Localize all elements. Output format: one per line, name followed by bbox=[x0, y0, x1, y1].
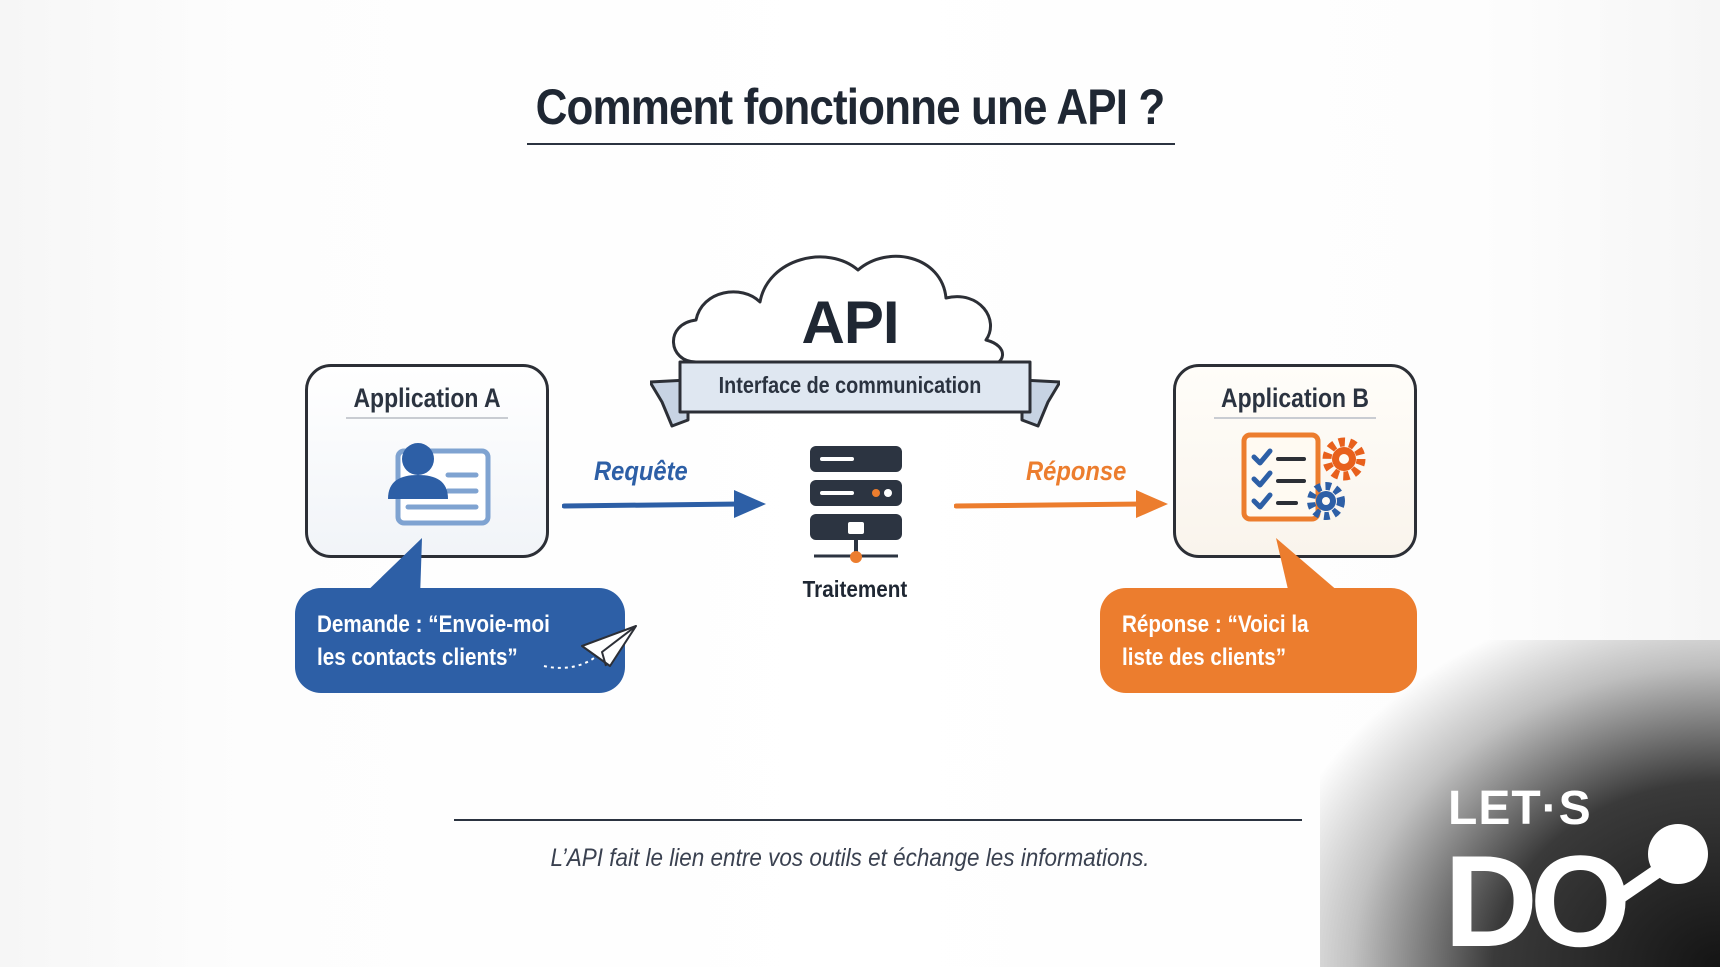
letsdo-logo: LET·S DO bbox=[1444, 782, 1708, 950]
response-bubble-tail bbox=[1276, 538, 1346, 598]
logo-text-top: LET·S bbox=[1448, 782, 1592, 835]
request-text-line-1: Demande : “Envoie-moi bbox=[317, 611, 550, 638]
api-cloud-banner-graphic bbox=[650, 254, 1060, 428]
logo-shadow bbox=[1320, 640, 1720, 967]
request-bubble-tail bbox=[360, 538, 422, 598]
logo-text-main: DO bbox=[1444, 828, 1626, 950]
response-text-line-2: liste des clients” bbox=[1122, 644, 1287, 671]
api-banner-label: Interface de communication bbox=[718, 372, 982, 398]
api-title: API bbox=[801, 289, 899, 356]
application-a-title-rule bbox=[346, 417, 508, 419]
server-icon bbox=[810, 446, 902, 563]
request-arrow bbox=[562, 490, 766, 518]
application-a-card: Application A bbox=[305, 364, 549, 558]
request-bubble: Demande : “Envoie-moi les contacts clien… bbox=[295, 588, 625, 693]
cloud-icon bbox=[672, 254, 1004, 368]
application-a-title: Application A bbox=[353, 383, 501, 413]
gear-icon-blue bbox=[1307, 482, 1345, 520]
request-arrow-label: Requête bbox=[594, 456, 688, 486]
application-b-title: Application B bbox=[1221, 383, 1369, 413]
checklist-gears-icon bbox=[1241, 432, 1366, 522]
paper-plane-icon bbox=[543, 625, 637, 669]
caption-rule bbox=[454, 819, 1302, 821]
title-underline bbox=[527, 143, 1175, 145]
request-text-line-2: les contacts clients” bbox=[317, 644, 518, 671]
user-profile-icon bbox=[388, 443, 491, 526]
caption: L’API fait le lien entre vos outils et é… bbox=[550, 844, 1150, 872]
logo-dot-icon bbox=[1648, 824, 1708, 884]
banner-ribbon bbox=[650, 360, 1060, 428]
application-b-title-rule bbox=[1214, 417, 1376, 419]
gear-icon-orange bbox=[1322, 437, 1366, 481]
server-label: Traitement bbox=[802, 576, 908, 602]
application-b-card: Application B bbox=[1173, 364, 1417, 558]
response-arrow bbox=[954, 490, 1168, 518]
response-arrow-label: Réponse bbox=[1026, 456, 1127, 486]
response-text-line-1: Réponse : “Voici la bbox=[1122, 611, 1309, 638]
page-title: Comment fonctionne une API ? bbox=[535, 79, 1166, 135]
